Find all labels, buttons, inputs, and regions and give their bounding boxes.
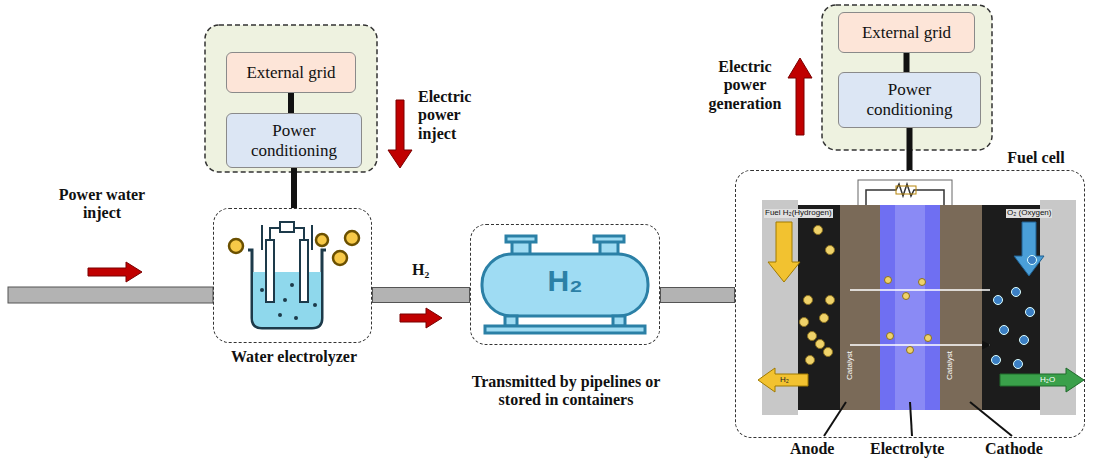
electrolyzer-icon — [229, 222, 359, 328]
box-label: External grid — [240, 61, 341, 85]
power-link — [291, 93, 292, 113]
part-label: Catalyst — [846, 351, 855, 380]
hydrogen-dot — [816, 340, 825, 349]
power-bar — [288, 93, 294, 113]
oxygen-dot — [1028, 256, 1037, 265]
process-box: External grid — [226, 52, 356, 93]
proton-dot — [885, 277, 892, 284]
part-label: H₂O — [1040, 376, 1055, 385]
component-label: Water electrolyzer — [224, 348, 364, 366]
fuel-cell-illustration — [758, 180, 1084, 436]
annotation: Power water inject — [52, 186, 152, 223]
part-label: Catalyst — [946, 351, 955, 380]
proton-dot — [925, 335, 932, 342]
annotation: Electrolyte — [870, 440, 944, 458]
power-bar — [291, 168, 297, 208]
component-frame: Water electrolyzer — [213, 208, 372, 343]
grid-panel — [205, 25, 377, 172]
edge-label: H₂ — [412, 261, 429, 279]
power-link — [294, 168, 295, 208]
proton-dot — [919, 279, 926, 286]
flow-arrow — [400, 308, 442, 328]
pipe-fill — [373, 288, 469, 302]
hydrogen-tank — [482, 236, 648, 333]
process-box: Power conditioning — [838, 72, 981, 128]
pipeline — [372, 295, 470, 296]
hydrogen-dot — [814, 226, 823, 235]
box-label: Power conditioning — [839, 78, 980, 122]
part-label: O₂ (Oxygen) — [1006, 209, 1052, 218]
hydrogen-dot — [808, 332, 817, 341]
power-link — [909, 128, 910, 170]
box-label: External grid — [856, 21, 957, 45]
process-box: External grid — [838, 12, 975, 53]
hydrogen-dot — [800, 318, 809, 327]
oxygen-dot — [1026, 308, 1035, 317]
annotation: Electric power generation — [700, 58, 790, 113]
power-arrow — [788, 58, 812, 135]
hydrogen-dot — [820, 314, 829, 323]
power-bar — [904, 53, 910, 72]
part-label: H₂ — [780, 376, 789, 385]
pipe-edge — [660, 287, 735, 303]
hydrogen-dot — [826, 246, 835, 255]
annotation: Anode — [790, 440, 834, 458]
process-box: Power conditioning — [226, 113, 362, 168]
hydrogen-dot — [806, 356, 815, 365]
annotation: Cathode — [985, 440, 1043, 458]
oxygen-dot — [994, 296, 1003, 305]
oxygen-dot — [1012, 288, 1021, 297]
inlet-pipe — [8, 287, 213, 303]
oxygen-dot — [1014, 360, 1023, 369]
hydrogen-dot — [826, 296, 835, 305]
pipe-edge — [372, 287, 470, 303]
component-label: Fuel cell — [991, 149, 1081, 167]
annotation: H₂ — [530, 264, 600, 298]
oxygen-dot — [992, 356, 1001, 365]
power-link — [906, 53, 907, 72]
proton-dot — [903, 293, 910, 300]
hydrogen-dot — [824, 348, 833, 357]
box-label: Power conditioning — [227, 119, 361, 163]
pipeline — [660, 295, 735, 296]
annotation: Electric power inject — [418, 88, 498, 143]
oxygen-dot — [1000, 326, 1009, 335]
proton-dot — [887, 333, 894, 340]
part-label: Fuel H₂(Hydrogen) — [764, 209, 833, 218]
power-bar — [907, 128, 913, 170]
power-arrow — [388, 100, 412, 168]
flow-arrow — [88, 262, 142, 282]
hydrogen-dot — [804, 296, 813, 305]
component-label: Transmitted by pipelines or stored in co… — [451, 373, 681, 410]
oxygen-dot — [1020, 336, 1029, 345]
proton-dot — [907, 347, 914, 354]
pipe-fill — [661, 288, 734, 302]
